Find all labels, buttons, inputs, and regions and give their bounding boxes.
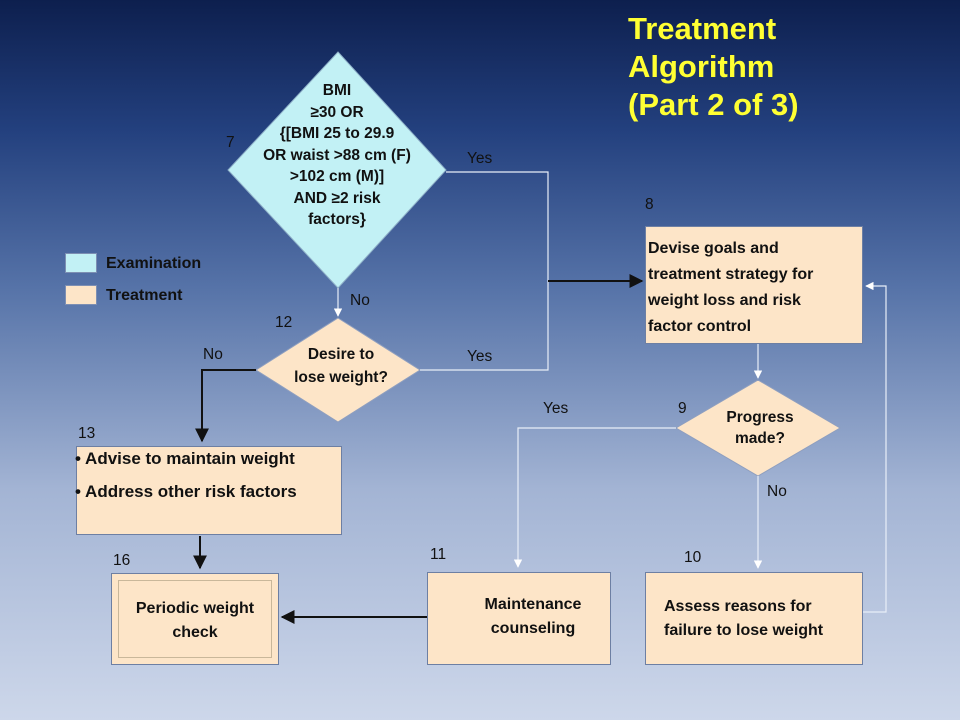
node-13-number: 13 [78, 425, 96, 442]
connector-7-yes [446, 171, 549, 281]
node-13-box: • Advise to maintain weight • Address ot… [75, 446, 342, 535]
slide-title: Treatment Algorithm (Part 2 of 3) [628, 11, 799, 122]
connector-12-yes [420, 281, 549, 371]
decision-diamond-desire [255, 317, 421, 423]
edge-label-12-yes: Yes [467, 348, 493, 365]
legend-label-examination: Examination [106, 255, 202, 272]
node-12-text: Desire to lose weight? [294, 346, 388, 386]
node-13-item-2: • Address other risk factors [75, 482, 297, 501]
edge-label-7-yes: Yes [467, 150, 493, 167]
connector-12-no [195, 369, 256, 443]
node-8-number: 8 [645, 196, 654, 213]
edge-label-12-no: No [203, 346, 223, 363]
node-12-number: 12 [275, 314, 293, 331]
node-9-text: Progress made? [726, 409, 794, 447]
node-13-item-1: • Advise to maintain weight [75, 449, 295, 468]
node-10-number: 10 [684, 549, 702, 566]
edge-label-9-no: No [767, 483, 787, 500]
edge-label-9-yes: Yes [543, 400, 569, 417]
node-16-box: Periodic weight check [111, 573, 279, 665]
connector-9-yes [513, 427, 676, 568]
legend-swatch-treatment [65, 285, 97, 305]
node-11-number: 11 [430, 546, 447, 563]
node-7-number: 7 [226, 134, 235, 151]
node-8-text: Devise goals and treatment strategy for … [648, 240, 814, 335]
node-9-number: 9 [678, 400, 687, 417]
node-10-text: Assess reasons for failure to lose weigh… [664, 598, 824, 639]
node-8-box: Devise goals and treatment strategy for … [645, 226, 863, 344]
connector-10-to-8 [862, 281, 887, 613]
node-16-frame [118, 580, 272, 658]
node-16-number: 16 [113, 552, 131, 569]
node-11-box: Maintenance counseling [427, 572, 611, 665]
node-11-text: Maintenance counseling [484, 596, 582, 637]
legend-label-treatment: Treatment [106, 287, 183, 304]
legend-swatch-examination [65, 253, 97, 273]
node-16-text: Periodic weight check [135, 600, 255, 641]
node-10-box: Assess reasons for failure to lose weigh… [645, 572, 863, 665]
edge-label-7-no: No [350, 292, 370, 309]
node-7-text: BMI ≥30 OR {[BMI 25 to 29.9 OR waist >88… [263, 82, 411, 228]
